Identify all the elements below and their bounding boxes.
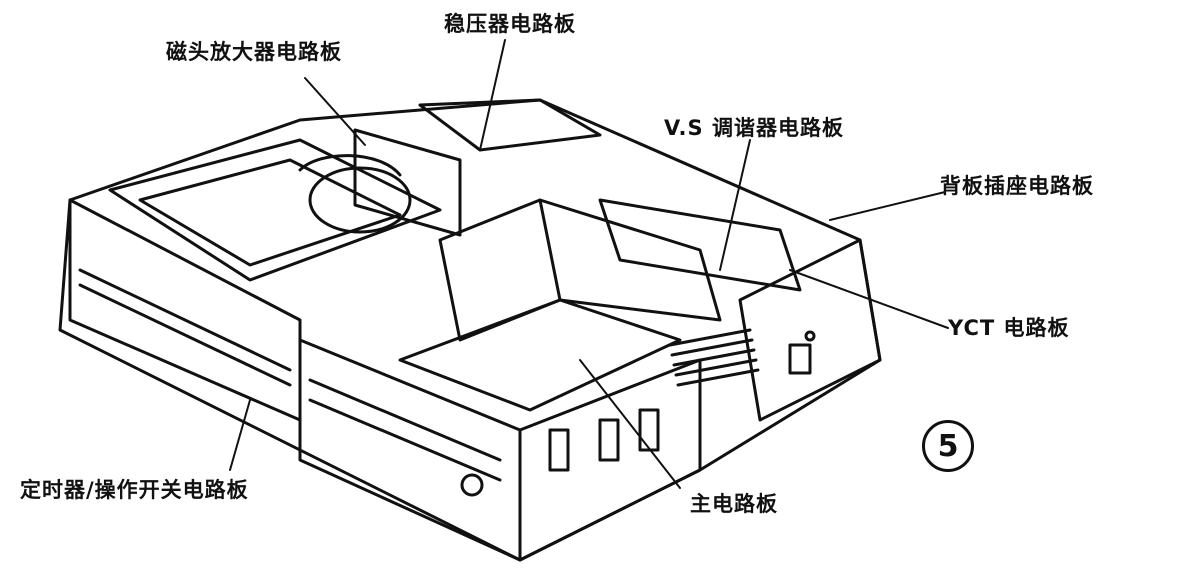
cassette-frame [108, 138, 442, 282]
left-front-wall [68, 198, 302, 422]
head-amp-board [353, 128, 462, 237]
label-main-board: 主电路板 [690, 492, 778, 516]
label-head-amp-board: 磁头放大器电路板 [166, 40, 342, 64]
head-drum [308, 166, 412, 234]
leader-head-amp [304, 77, 366, 146]
label-back-socket-board: 背板插座电路板 [940, 174, 1094, 198]
leader-timer-switch [229, 399, 251, 471]
leader-back-socket [829, 191, 946, 221]
right-side-wall [738, 238, 882, 422]
leader-main [579, 359, 681, 489]
figure-number: 5 [922, 420, 974, 472]
label-timer-switch-board: 定时器/操作开关电路板 [20, 478, 249, 502]
leader-vs-tuner [719, 139, 751, 271]
label-yct-board: YCT 电路板 [948, 316, 1070, 340]
leader-regulator [479, 39, 506, 151]
label-vs-tuner-board: V.S 调谐器电路板 [664, 116, 844, 140]
regulator-board [418, 98, 602, 152]
leader-yct [789, 269, 949, 329]
front-wall [298, 338, 522, 562]
vs-tuner-board [598, 198, 802, 292]
main-board [398, 298, 682, 412]
label-regulator-board: 稳压器电路板 [444, 12, 576, 36]
